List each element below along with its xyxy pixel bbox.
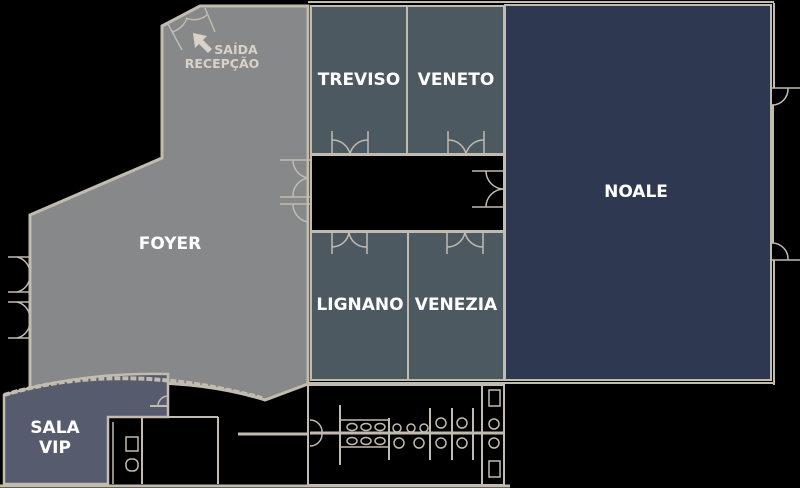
exit-label-line2: RECEPÇÃO [184, 56, 260, 71]
corridor [310, 154, 505, 232]
label-sala-vip-line1: SALA [30, 418, 80, 438]
room-treviso[interactable] [310, 5, 408, 155]
exit-label-line1: SAÍDA [214, 42, 258, 57]
curved-facade [3, 376, 263, 400]
exit-arrow-icon [193, 33, 212, 53]
label-sala-vip-line2: VIP [39, 438, 71, 458]
label-lignano[interactable]: LIGNANO [316, 295, 404, 315]
door-noale-east-2 [771, 242, 800, 261]
exit-label: SAÍDA RECEPÇÃO [185, 43, 260, 71]
service-area [0, 374, 510, 488]
doors-rooms [8, 7, 505, 339]
label-treviso[interactable]: TREVISO [317, 70, 401, 90]
door-noale-east-1 [771, 87, 800, 106]
label-veneto[interactable]: VENETO [417, 70, 495, 90]
label-venezia[interactable]: VENEZIA [414, 295, 498, 315]
label-noale[interactable]: NOALE [604, 182, 668, 202]
label-sala-vip[interactable]: SALA VIP [30, 418, 79, 458]
label-foyer[interactable]: FOYER [138, 234, 202, 254]
room-foyer[interactable] [28, 4, 310, 402]
